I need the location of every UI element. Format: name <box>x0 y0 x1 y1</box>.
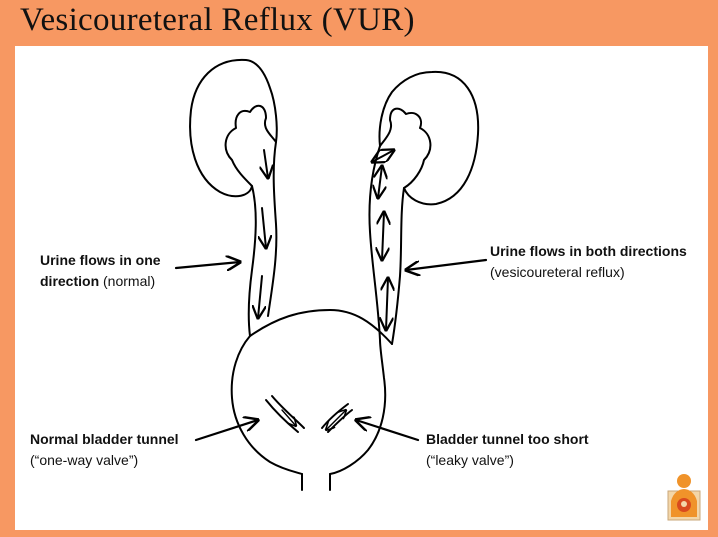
diagram-panel <box>15 46 708 530</box>
label-short-tunnel-line2: (“leaky valve”) <box>426 452 514 468</box>
label-normal-flow: Urine flows in one direction (normal) <box>40 250 161 292</box>
label-normal-tunnel-line1: Normal bladder tunnel <box>30 431 179 447</box>
right-tunnel-arrow <box>326 410 346 430</box>
label-normal-flow-line1: Urine flows in one <box>40 252 161 268</box>
right-ureter-flow-arrow-1 <box>372 150 394 162</box>
label-normal-flow-line2-bold: direction <box>40 273 100 289</box>
slide-title: Vesicoureteral Reflux (VUR) <box>20 2 415 38</box>
right-kidney <box>378 70 480 206</box>
label-short-tunnel: Bladder tunnel too short (“leaky valve”) <box>426 429 589 471</box>
label-normal-tunnel: Normal bladder tunnel (“one-way valve”) <box>30 429 179 471</box>
pointer-reflux-flow <box>406 258 488 270</box>
left-ureter-flow-arrow-2 <box>262 207 266 248</box>
label-normal-tunnel-line2: (“one-way valve”) <box>30 452 139 468</box>
hospital-logo-icon <box>667 474 701 521</box>
right-ureter-flow-arrow-4 <box>386 278 388 330</box>
right-ureter-flow-arrow-2 <box>378 166 382 198</box>
right-bladder-tunnel <box>321 403 353 433</box>
urethra <box>301 473 331 491</box>
left-ureter-flow-arrow-3 <box>258 275 262 318</box>
label-short-tunnel-line1: Bladder tunnel too short <box>426 431 589 447</box>
pointer-normal-flow <box>174 262 240 268</box>
label-reflux-flow-line1: Urine flows in both directions <box>490 243 687 259</box>
left-bladder-tunnel <box>265 395 305 433</box>
pointer-short-tunnel <box>356 420 420 442</box>
bladder <box>230 309 393 475</box>
left-ureter <box>247 141 278 337</box>
right-ureter-flow-arrow-3 <box>382 212 384 260</box>
label-reflux-flow: Urine flows in both directions (vesicour… <box>490 241 687 283</box>
left-tunnel-arrow <box>281 409 296 426</box>
left-ureter-flow-arrow-1 <box>264 149 268 178</box>
label-normal-flow-line2-rest: (normal) <box>99 273 156 289</box>
pointer-normal-tunnel <box>194 420 258 442</box>
label-reflux-flow-line2: (vesicoureteral reflux) <box>490 264 625 280</box>
left-kidney <box>189 58 278 198</box>
